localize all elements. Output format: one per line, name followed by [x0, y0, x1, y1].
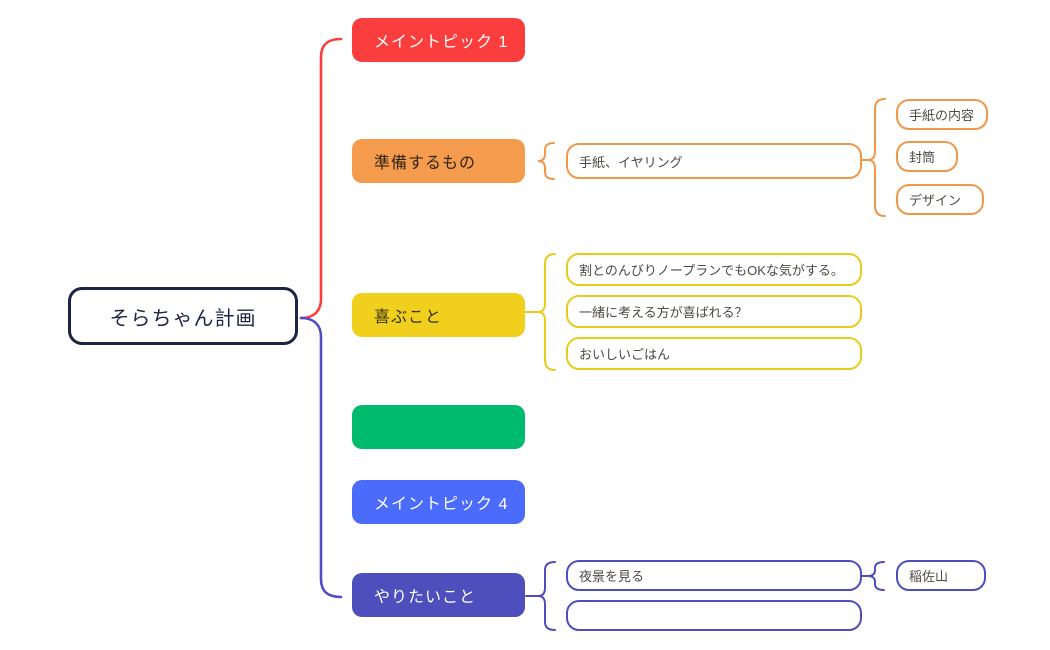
- subtopic-inasayama[interactable]: 稲佐山: [896, 560, 986, 591]
- topic-main-3-empty[interactable]: [352, 405, 525, 449]
- subtopic-envelope[interactable]: 封筒: [896, 141, 958, 172]
- subtopic-letter-content[interactable]: 手紙の内容: [896, 99, 988, 130]
- root-topic[interactable]: そらちゃん計画: [68, 287, 298, 345]
- topic-happy[interactable]: 喜ぶこと: [352, 293, 525, 337]
- topic-main-4[interactable]: メイントピック 4: [352, 480, 525, 524]
- topic-main-1[interactable]: メイントピック 1: [352, 18, 525, 62]
- subtopic-happy-3[interactable]: おいしいごはん: [566, 337, 862, 370]
- topic-want[interactable]: やりたいこと: [352, 573, 525, 617]
- root-brace-lower: [299, 316, 343, 599]
- topic-prepare[interactable]: 準備するもの: [352, 139, 525, 183]
- brace-want-grandchild: [867, 561, 885, 591]
- brace-prepare-grandchildren: [867, 98, 886, 217]
- brace-happy: [537, 253, 556, 371]
- root-brace-upper: [299, 37, 343, 320]
- brace-prepare: [537, 142, 555, 180]
- brace-want: [537, 561, 556, 631]
- subtopic-happy-1[interactable]: 割とのんびりノープランでもOKな気がする。: [566, 253, 862, 286]
- subtopic-happy-2[interactable]: 一緒に考える方が喜ばれる？: [566, 295, 862, 328]
- subtopic-want-empty[interactable]: [566, 600, 862, 631]
- subtopic-design[interactable]: デザイン: [896, 184, 984, 215]
- subtopic-night-view[interactable]: 夜景を見る: [566, 560, 862, 591]
- subtopic-prepare-items[interactable]: 手紙、イヤリング: [566, 143, 862, 179]
